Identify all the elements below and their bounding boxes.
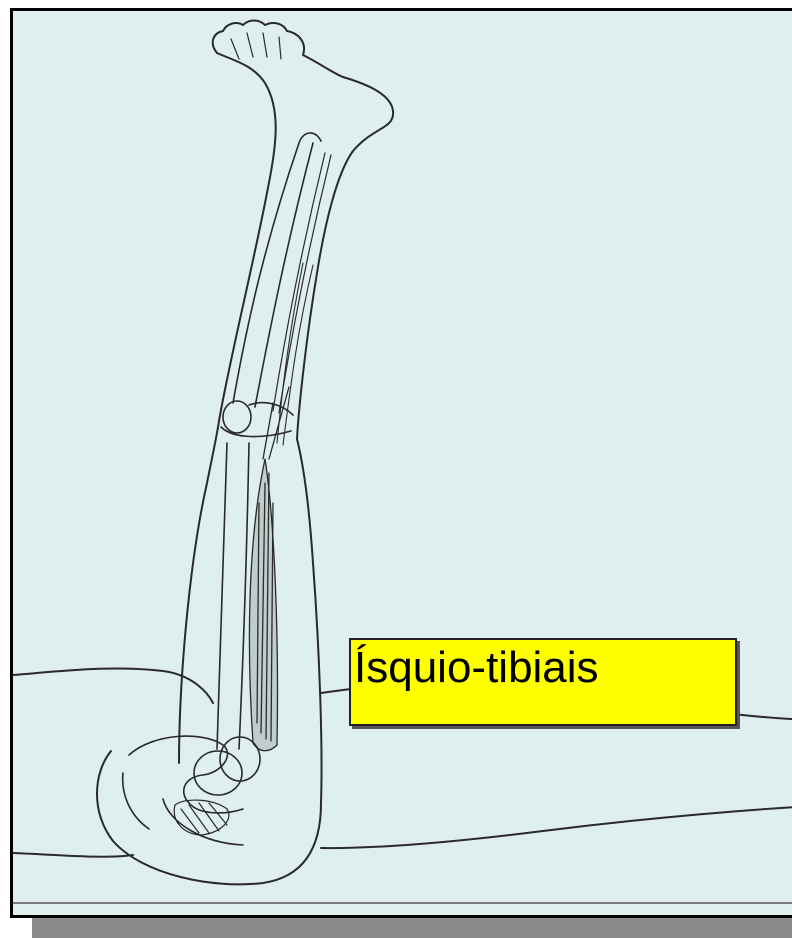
patella: [223, 401, 251, 433]
foot-outline: [213, 21, 343, 78]
label-box: Ísquio-tibiais: [349, 638, 737, 726]
lower-leg-outline: [217, 53, 393, 439]
hip-socket: [194, 751, 242, 795]
ischium-hatching: [174, 800, 229, 835]
tibia: [233, 133, 321, 407]
femur: [217, 443, 249, 749]
toe-lines: [231, 33, 281, 59]
illustration-panel: Ísquio-tibiais: [10, 8, 792, 918]
anatomy-illustration: [10, 8, 792, 918]
muscle-label: Ísquio-tibiais: [354, 646, 599, 690]
